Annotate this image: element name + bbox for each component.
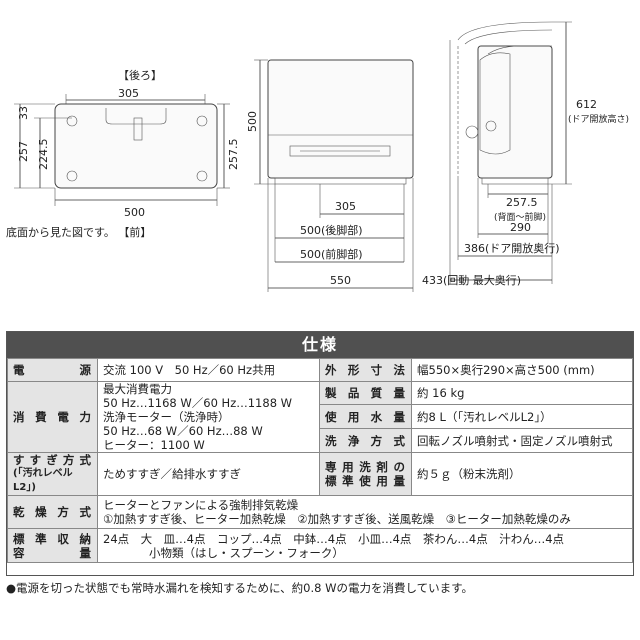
dimension-diagrams: 【後ろ】 305 33 257 224.5 257.5 500 底面から見た図で… <box>6 21 629 292</box>
rinse-label: すすぎ方式 <box>13 453 92 467</box>
front-dim-500-height: 500 <box>246 111 259 132</box>
weight-label: 製品質量 <box>319 381 412 405</box>
size-label: 外形寸法 <box>319 358 412 382</box>
spec-table: 仕様 電 源 交流 100 V 50 Hz／60 Hz共用 外形寸法 幅550×… <box>6 331 634 576</box>
water-label: 使用水量 <box>319 404 412 429</box>
side-dim-433: 433(回動 最大奥行) <box>422 273 521 287</box>
side-view-diagram: 612 (ドア開放高さ) 257.5 (背面～前脚) 290 386(ドア開放奥… <box>422 21 629 287</box>
bottom-dim-257: 257 <box>17 141 30 162</box>
detergent-label-2: 標準使用量 <box>325 474 406 488</box>
capacity-label-2: 容 量 <box>13 545 92 560</box>
water-value: 約8 L（「汚れレベルL2」） <box>411 404 633 429</box>
rinse-label-note: (「汚れレベルL2」) <box>13 468 73 493</box>
detergent-value: 約５ｇ（粉末洗剤） <box>411 452 633 496</box>
bottom-view-caption: 底面から見た図です。 【前】 <box>6 225 151 239</box>
power-value: 交流 100 V 50 Hz／60 Hz共用 <box>97 358 320 382</box>
footnote: ●電源を切った状態でも常時水漏れを検知するために、約0.8 Wの電力を消費してい… <box>6 581 474 595</box>
side-dim-257-5-note: (背面～前脚) <box>494 211 546 223</box>
rear-label: 【後ろ】 <box>118 68 162 82</box>
bottom-dim-305: 305 <box>118 87 139 100</box>
side-dim-612-note: (ドア開放高さ) <box>568 113 629 125</box>
bottom-view-diagram: 【後ろ】 305 33 257 224.5 257.5 500 底面から見た図で… <box>6 68 240 239</box>
dry-label: 乾燥方式 <box>7 495 98 529</box>
consumption-label: 消費電力 <box>7 381 98 453</box>
side-dim-612: 612 <box>576 98 597 111</box>
wash-label: 洗浄方式 <box>319 428 412 453</box>
rinse-label-cell: すすぎ方式 (「汚れレベルL2」) <box>7 452 98 496</box>
dry-value: ヒーターとファンによる強制排気乾燥 ①加熱すすぎ後、ヒーター加熱乾燥 ②加熱すす… <box>97 495 633 529</box>
power-label: 電 源 <box>7 358 98 382</box>
capacity-value: 24点 大 皿…4点 コップ…4点 中鉢…4点 小皿…4点 茶わん…4点 汁わん… <box>97 528 633 563</box>
front-dim-500-rear: 500(後脚部) <box>300 223 363 237</box>
side-dim-386: 386(ドア開放奥行) <box>464 241 560 255</box>
wash-value: 回転ノズル噴射式・固定ノズル噴射式 <box>411 428 633 453</box>
bottom-dim-33: 33 <box>17 106 30 120</box>
capacity-label-cell: 標準収納 容 量 <box>7 528 98 563</box>
front-dim-305: 305 <box>335 200 356 213</box>
bottom-dim-500: 500 <box>124 206 145 219</box>
spec-title: 仕様 <box>7 332 633 358</box>
bottom-dim-257-5: 257.5 <box>227 139 240 171</box>
capacity-label: 標準収納 <box>13 531 92 546</box>
front-dim-550: 550 <box>330 274 351 287</box>
front-view-diagram: 500 305 500(後脚部) 500(前脚部) 550 <box>246 59 414 292</box>
consumption-value: 最大消費電力 50 Hz…1168 W／60 Hz…1188 W 洗浄モーター（… <box>97 381 320 453</box>
front-dim-500-front: 500(前脚部) <box>300 247 363 261</box>
size-value: 幅550×奥行290×高さ500 (mm) <box>411 358 633 382</box>
detergent-label-cell: 専用洗剤の 標準使用量 <box>319 452 412 496</box>
bottom-dim-224-5: 224.5 <box>37 139 50 171</box>
side-dim-290: 290 <box>510 221 531 234</box>
detergent-label: 専用洗剤の <box>325 460 406 474</box>
side-dim-257-5: 257.5 <box>506 196 538 209</box>
rinse-value: ためすすぎ／給排水すすぎ <box>97 452 320 496</box>
weight-value: 約 16 kg <box>411 381 633 405</box>
